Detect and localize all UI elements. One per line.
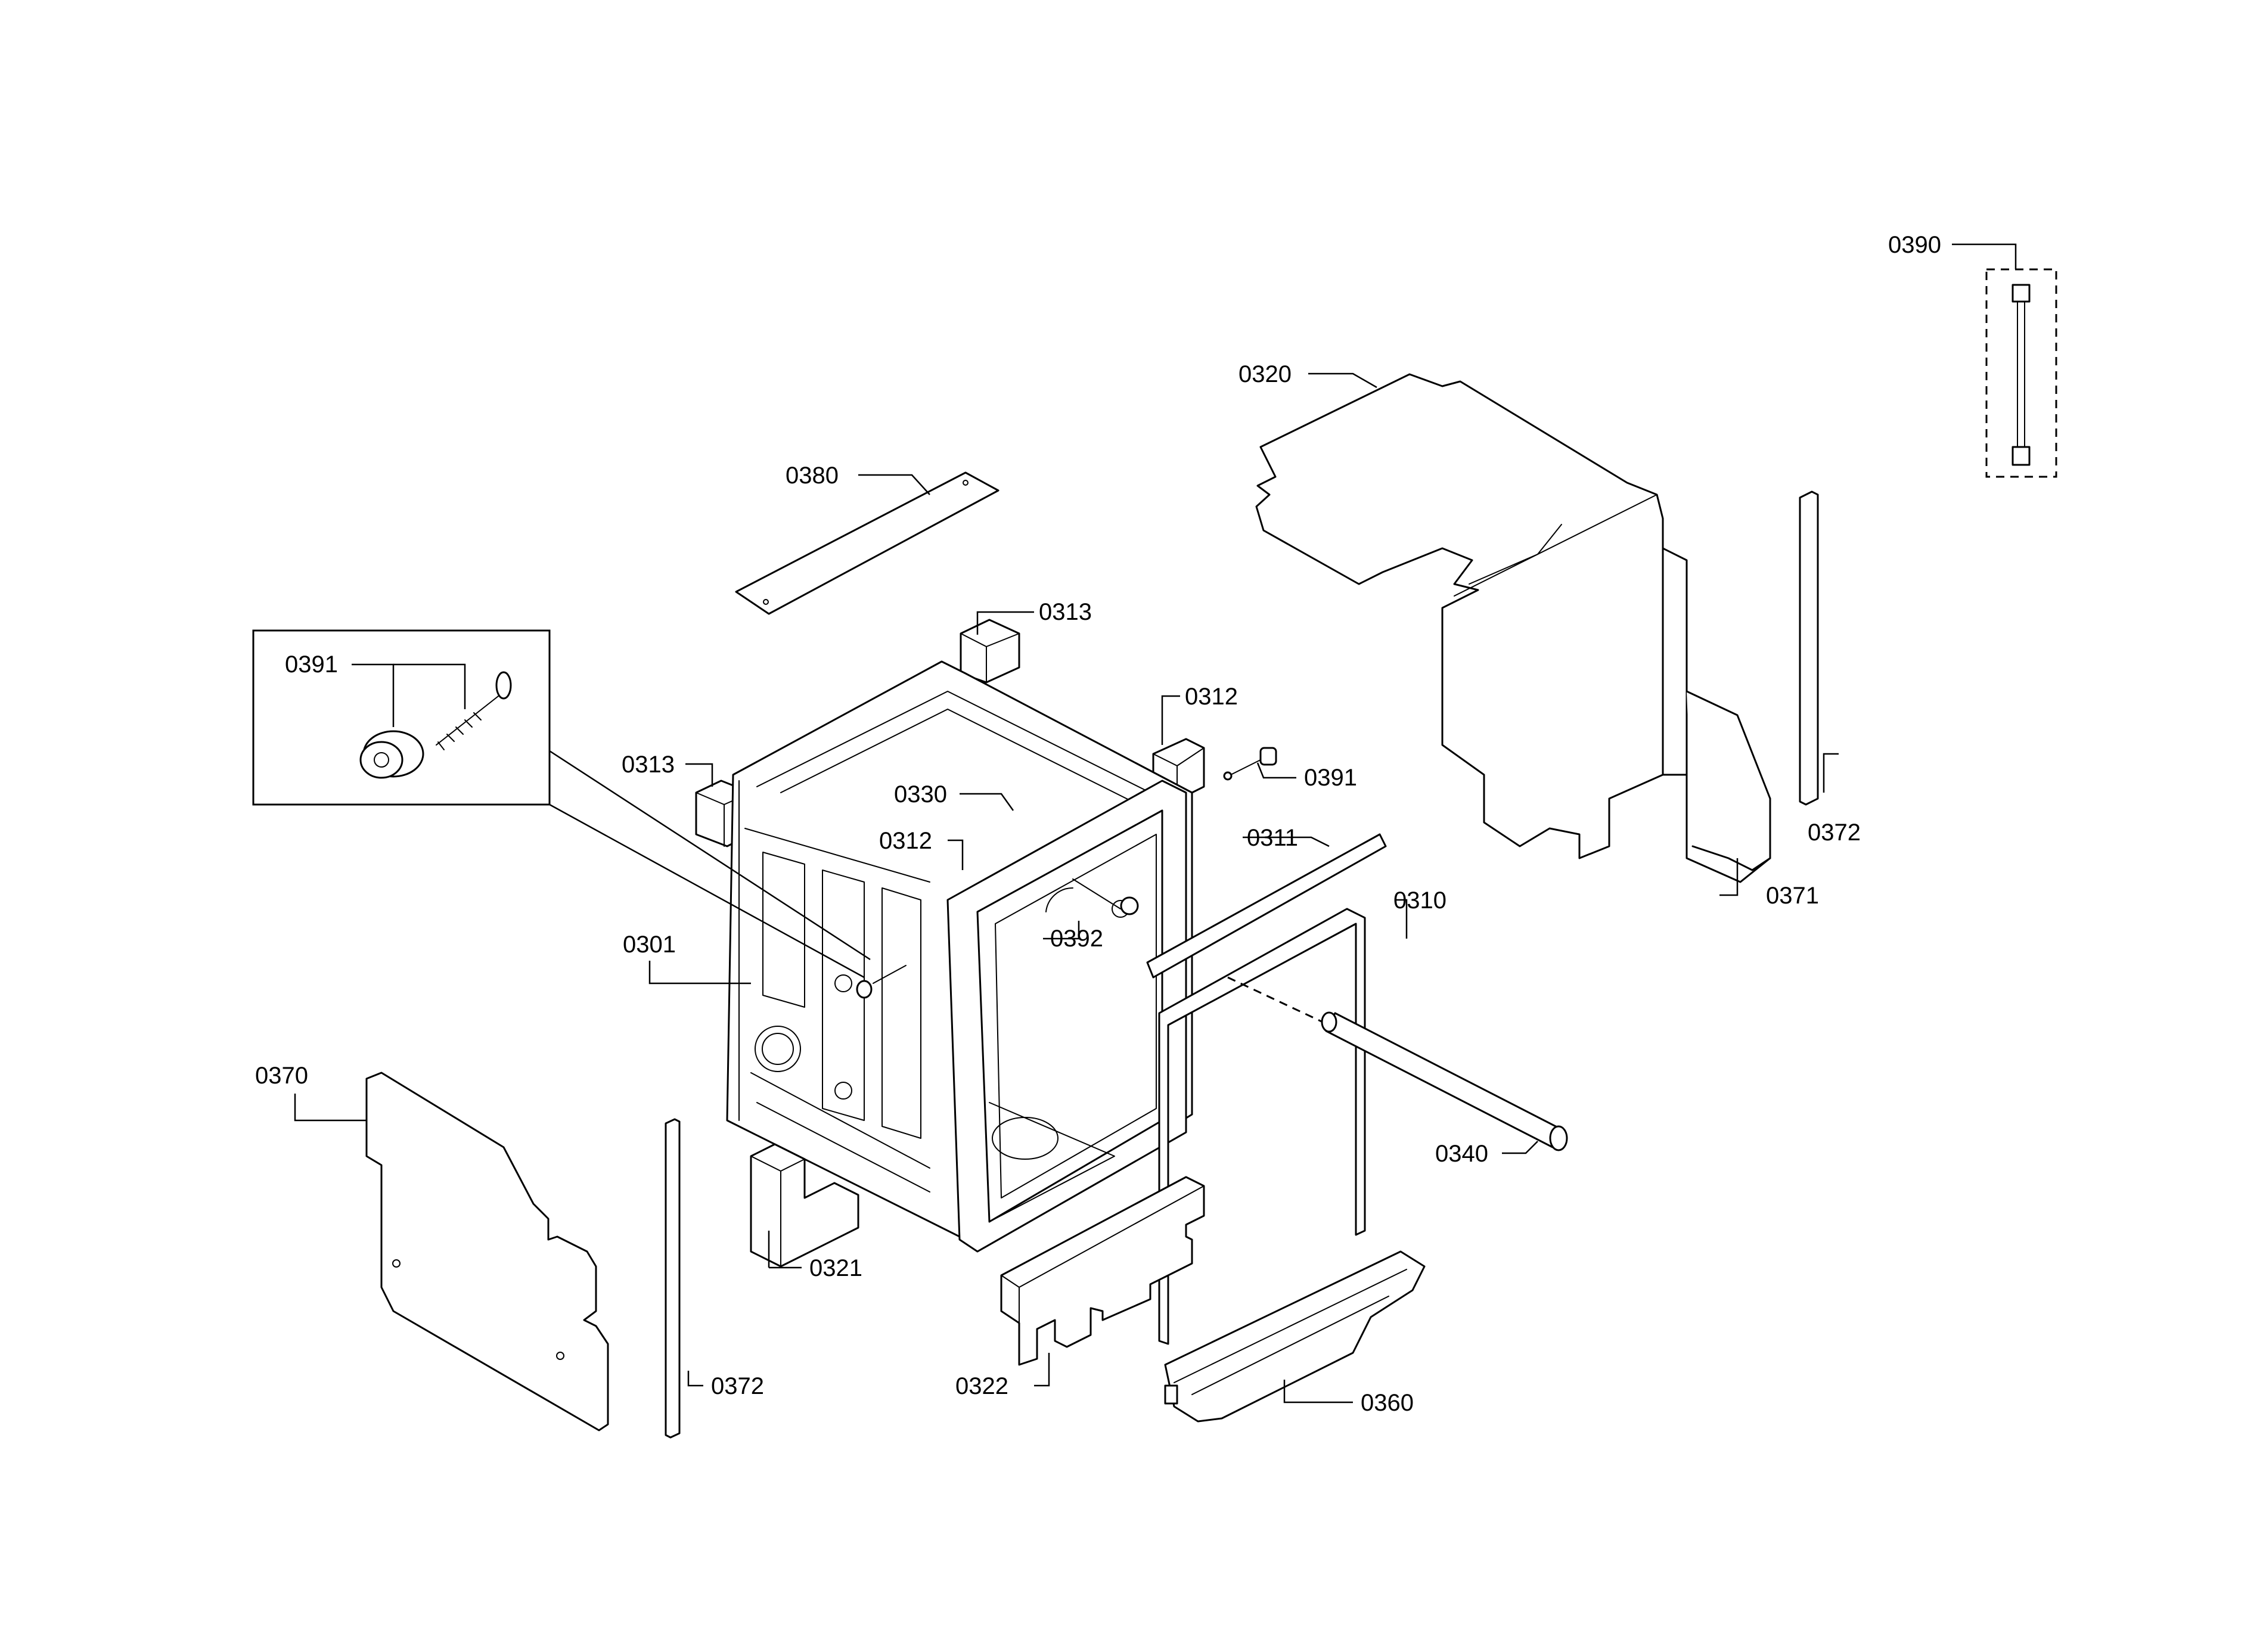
- callout-0372-right: 0372: [1808, 819, 1861, 846]
- part-0322-base-insulation: [1000, 1176, 1205, 1366]
- part-0370-side-insulation: [365, 1072, 609, 1431]
- part-0360-base-tray: [1164, 1250, 1426, 1423]
- part-0391-screw-foot-small: [1223, 747, 1277, 781]
- part-0340-bar: [1227, 976, 1568, 1151]
- part-0311-seal-strip: [1146, 833, 1387, 979]
- callout-0370: 0370: [255, 1063, 308, 1089]
- callout-0371: 0371: [1766, 883, 1819, 909]
- part-0313-bracket-top: [960, 619, 1020, 684]
- part-0310-u-gasket: [1158, 908, 1366, 1345]
- callout-0313-left: 0313: [622, 752, 675, 778]
- callout-0322: 0322: [955, 1373, 1008, 1399]
- callout-0312-left: 0312: [879, 828, 932, 854]
- callout-0313-top: 0313: [1039, 599, 1092, 625]
- callout-0312-right: 0312: [1185, 684, 1238, 710]
- callout-0360: 0360: [1361, 1390, 1414, 1416]
- part-0380-top-plate: [735, 471, 999, 615]
- callout-0311: 0311: [1247, 825, 1298, 851]
- callout-0301: 0301: [623, 931, 676, 958]
- part-0390-cable: [1985, 268, 2057, 478]
- callout-0320: 0320: [1238, 361, 1292, 387]
- zoom-box-0391: [252, 629, 907, 999]
- part-0392-screw: [1120, 896, 1139, 915]
- part-0301-tub: [726, 660, 1193, 1253]
- part-0372-strip-left: [665, 1118, 681, 1439]
- callout-0330: 0330: [894, 781, 947, 808]
- part-0372-strip-right: [1799, 490, 1819, 806]
- callout-0310: 0310: [1393, 887, 1446, 914]
- callout-0321: 0321: [809, 1255, 862, 1281]
- callout-0390: 0390: [1888, 232, 1941, 258]
- callout-0372-left: 0372: [711, 1373, 764, 1399]
- part-0371-side-profile: [1685, 690, 1771, 871]
- callout-0392: 0392: [1050, 926, 1103, 952]
- callout-leaders: [294, 243, 2017, 1403]
- callout-0340: 0340: [1435, 1141, 1488, 1167]
- callout-labels: 0390 0320 0380 0313 0391 0313 0312 0391 …: [255, 232, 1941, 1416]
- callout-0391-right: 0391: [1304, 765, 1357, 791]
- part-0321-base-block: [750, 1143, 859, 1268]
- callout-0380: 0380: [786, 462, 839, 489]
- callout-0391-zoom: 0391: [285, 651, 338, 678]
